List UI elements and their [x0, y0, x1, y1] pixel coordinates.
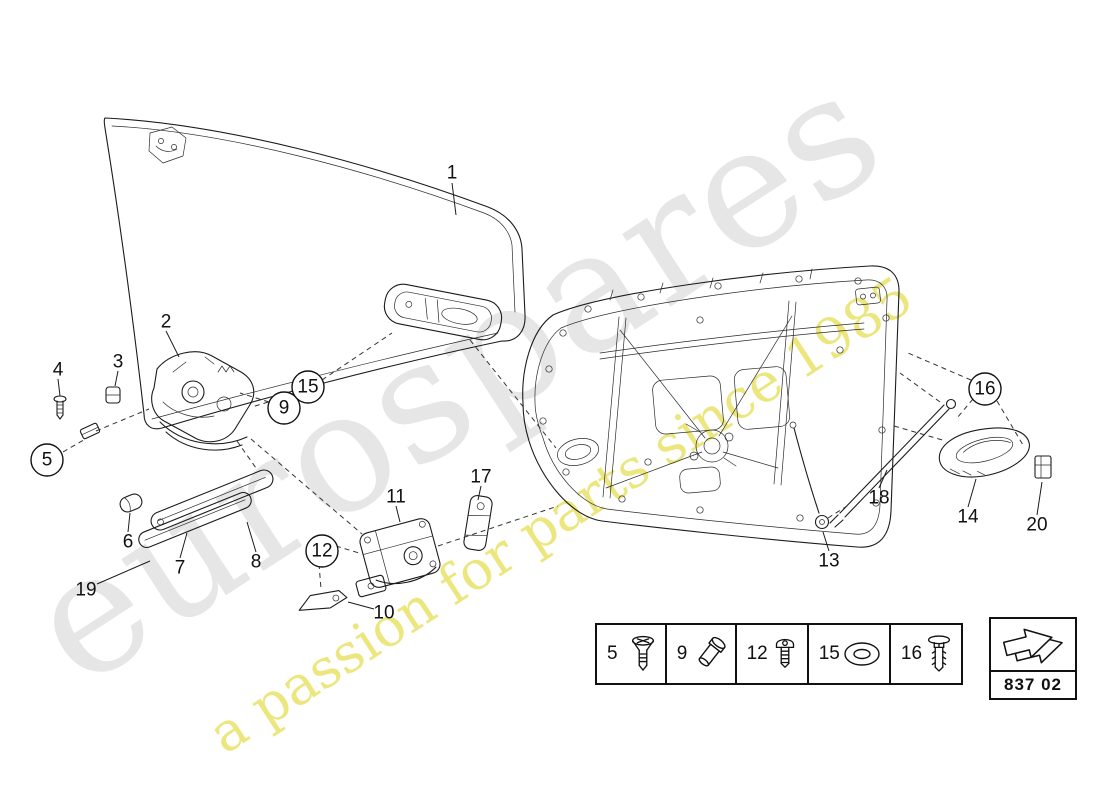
callout-14: 14 — [957, 507, 979, 528]
callout-circle-15 — [291, 370, 325, 404]
panel-cutout — [733, 366, 791, 430]
legend-item-16: 16 — [891, 625, 961, 683]
callout-2: 2 — [161, 312, 172, 333]
part-code-box: 837 02 — [989, 617, 1077, 700]
retainer-clip — [105, 386, 121, 404]
legend-item-5: 5 — [597, 625, 667, 683]
door-handle-recess — [383, 283, 503, 341]
callout-5: 5 — [42, 450, 53, 471]
code-box-divider — [991, 670, 1075, 672]
callout-17: 17 — [470, 467, 491, 488]
callout-7: 7 — [175, 558, 186, 579]
callout-9: 9 — [279, 398, 290, 419]
expanding-rivet-icon — [922, 631, 956, 677]
clip-part — [1034, 455, 1052, 479]
guide-bracket — [463, 495, 493, 551]
door-inner-panel — [522, 265, 900, 548]
legend-number: 5 — [607, 643, 618, 664]
handle-end-cap — [119, 493, 143, 513]
callout-19: 19 — [75, 580, 96, 601]
callout-8: 8 — [251, 552, 262, 573]
callout-10: 10 — [373, 603, 394, 624]
bowden-cable — [789, 421, 830, 530]
legend-item-15: 15 — [809, 625, 891, 683]
panel-cutout — [679, 466, 721, 494]
callout-12: 12 — [311, 541, 332, 562]
direction-arrow-icon — [991, 619, 1075, 670]
pan-head-screw-icon — [768, 631, 802, 677]
callout-circle-16 — [968, 372, 1002, 406]
callout-leaders — [57, 182, 1043, 610]
legend-item-9: 9 — [667, 625, 737, 683]
part-code: 837 02 — [1004, 675, 1062, 694]
hinge-plate — [855, 286, 881, 306]
legend-number: 9 — [676, 643, 688, 664]
callout-circle-5 — [30, 443, 64, 477]
callout-15: 15 — [297, 377, 318, 398]
callout-circle-9 — [267, 391, 301, 425]
speaker-opening — [557, 438, 599, 466]
door-lock — [359, 518, 441, 588]
release-rod — [829, 398, 957, 528]
window-regulator — [599, 300, 865, 499]
door-handle-bracket — [151, 351, 255, 451]
legend-number: 15 — [818, 643, 840, 664]
callout-18: 18 — [868, 488, 889, 509]
legend-number: 16 — [900, 643, 923, 664]
callout-4: 4 — [53, 360, 64, 381]
fastener-pin — [79, 422, 101, 440]
interior-handle — [938, 427, 1030, 478]
mount-bracket — [298, 590, 348, 611]
callout-20: 20 — [1026, 515, 1047, 536]
fastener-legend: 5 9 12 — [595, 623, 963, 685]
handle-strips — [119, 469, 274, 549]
callout-3: 3 — [113, 352, 124, 373]
oval-grommet-icon — [840, 634, 884, 674]
callout-11: 11 — [386, 487, 406, 508]
door-hinge-detail — [148, 126, 187, 164]
callout-16: 16 — [974, 379, 995, 400]
door-outer-panel — [103, 117, 526, 430]
countersunk-screw-icon — [626, 631, 660, 677]
callout-13: 13 — [818, 551, 839, 572]
panel-cutout — [652, 375, 724, 435]
legend-number: 12 — [746, 643, 768, 664]
callout-1: 1 — [447, 163, 458, 184]
callout-6: 6 — [123, 532, 134, 553]
callout-labels: 1 2 3 4 6 7 8 10 11 13 14 17 18 19 20 5 … — [30, 163, 1048, 624]
callout-circle-12 — [305, 534, 339, 568]
lock-plate — [355, 574, 387, 598]
panel-holes — [539, 275, 890, 522]
small-screw — [53, 395, 67, 420]
legend-item-12: 12 — [737, 625, 809, 683]
shoulder-bolt-icon — [690, 631, 730, 677]
